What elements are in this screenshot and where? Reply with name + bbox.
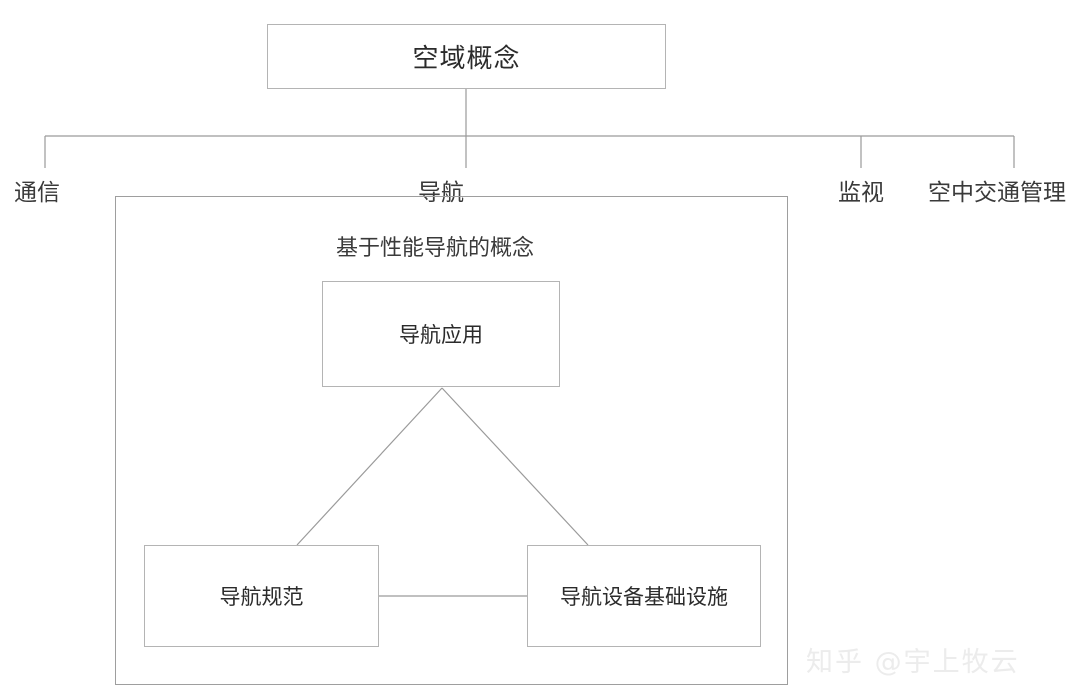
node-navigation-infrastructure[interactable]: 导航设备基础设施 <box>527 545 761 647</box>
branch-label-air-traffic-management[interactable]: 空中交通管理 <box>928 180 1066 205</box>
group-navigation-heading: 基于性能导航的概念 <box>336 235 535 260</box>
node-navigation-specification-label: 导航规范 <box>219 585 304 609</box>
node-airspace-concept[interactable]: 空域概念 <box>267 24 666 89</box>
node-airspace-concept-label: 空域概念 <box>412 44 521 73</box>
group-navigation-container <box>115 196 788 685</box>
watermark: 知乎 @宇上牧云 <box>806 647 1020 678</box>
branch-label-surveillance[interactable]: 监视 <box>838 180 884 205</box>
branch-label-communication[interactable]: 通信 <box>14 180 60 205</box>
branch-label-navigation[interactable]: 导航 <box>418 180 464 205</box>
node-navigation-application[interactable]: 导航应用 <box>322 281 560 387</box>
node-navigation-specification[interactable]: 导航规范 <box>144 545 379 647</box>
node-navigation-infrastructure-label: 导航设备基础设施 <box>560 585 728 609</box>
node-navigation-application-label: 导航应用 <box>399 323 483 347</box>
